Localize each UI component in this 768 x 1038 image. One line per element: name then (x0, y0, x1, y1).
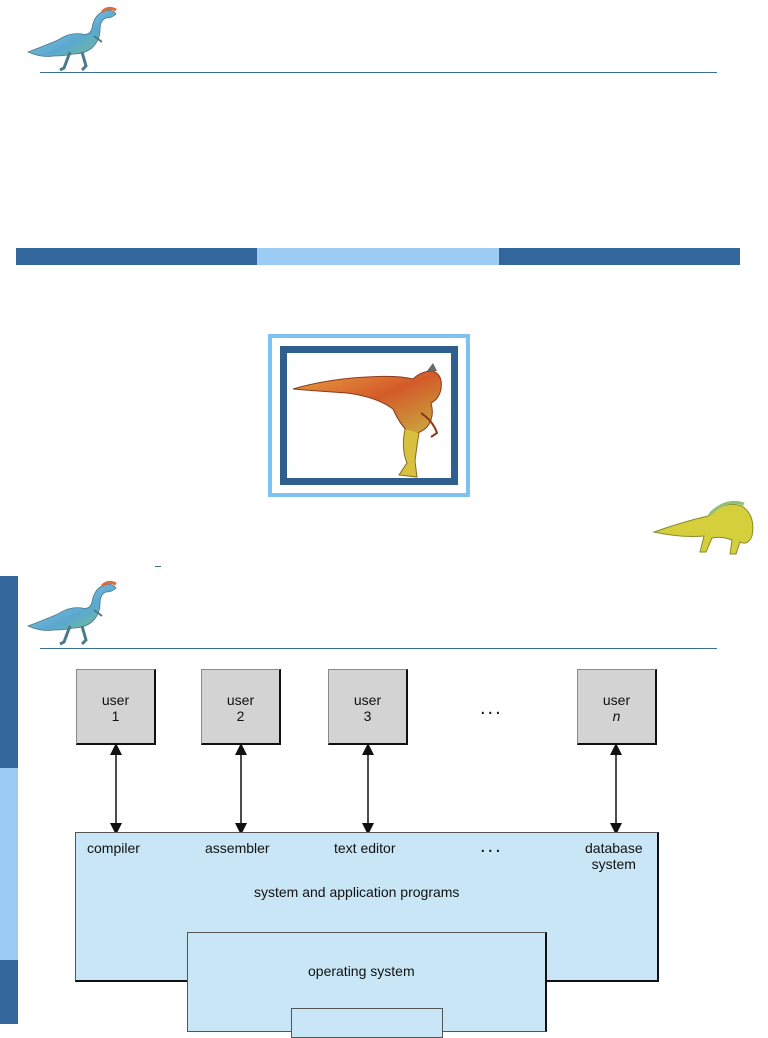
user-label: user (101, 692, 130, 708)
title-banner (16, 248, 740, 265)
dinosaur-cover-image (292, 363, 442, 478)
user-ellipsis: ... (480, 697, 503, 719)
banner-segment (498, 248, 740, 265)
user-label: user (602, 692, 631, 708)
user-number: 2 (236, 708, 245, 724)
user-box: user 1 (76, 669, 156, 745)
dinosaur-logo-icon (26, 580, 117, 646)
side-strip (0, 960, 18, 1024)
user-box: user 3 (328, 669, 408, 745)
user-number: 1 (111, 708, 120, 724)
user-label: user (226, 692, 255, 708)
banner-segment (257, 248, 499, 265)
programs-ellipsis: ... (480, 835, 503, 857)
user-box: user n (577, 669, 657, 745)
side-strip (0, 576, 18, 768)
inner-layer-box (291, 1008, 443, 1038)
text-editor-label: text editor (334, 840, 396, 856)
assembler-label: assembler (205, 840, 270, 856)
banner-segment (16, 248, 258, 265)
dinosaur-corner-icon (652, 500, 754, 555)
side-strip (0, 768, 18, 960)
user-box: user 2 (201, 669, 281, 745)
user-number: n (612, 708, 621, 724)
programs-caption: system and application programs (254, 884, 460, 900)
header-rule (40, 648, 717, 649)
compiler-label: compiler (87, 840, 140, 856)
cover-image-frame (268, 334, 470, 497)
dinosaur-logo-icon (26, 6, 117, 72)
header-rule (40, 72, 717, 73)
operating-system-label: operating system (308, 963, 415, 979)
user-label: user (353, 692, 382, 708)
connector-arrows (110, 745, 622, 835)
user-number: 3 (363, 708, 372, 724)
database-system-label: database system (585, 840, 643, 872)
footer-mark (155, 566, 161, 567)
